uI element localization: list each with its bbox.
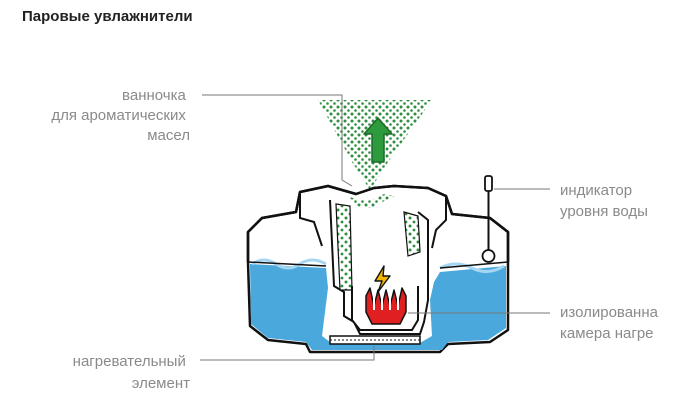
- label-heating-element: нагревательный элемент: [73, 353, 190, 392]
- steam-channel-center: [346, 194, 396, 208]
- page-title: Паровые увлажнители: [22, 8, 193, 25]
- water: [250, 264, 506, 350]
- label-aroma-tray: ванночка для ароматических масел: [51, 87, 190, 144]
- leader-lines: [200, 94, 550, 361]
- label-isolated-chamber: изолированна камера нагре: [560, 304, 662, 342]
- heating-element: [365, 287, 407, 325]
- label-water-indicator: индикатор уровня воды: [560, 182, 648, 220]
- lightning-bolt-icon: [374, 265, 391, 293]
- humidifier-body: [246, 184, 510, 354]
- water-level-indicator: [481, 175, 496, 263]
- steam-channel-right: [403, 211, 421, 257]
- up-arrow-icon: [363, 117, 393, 163]
